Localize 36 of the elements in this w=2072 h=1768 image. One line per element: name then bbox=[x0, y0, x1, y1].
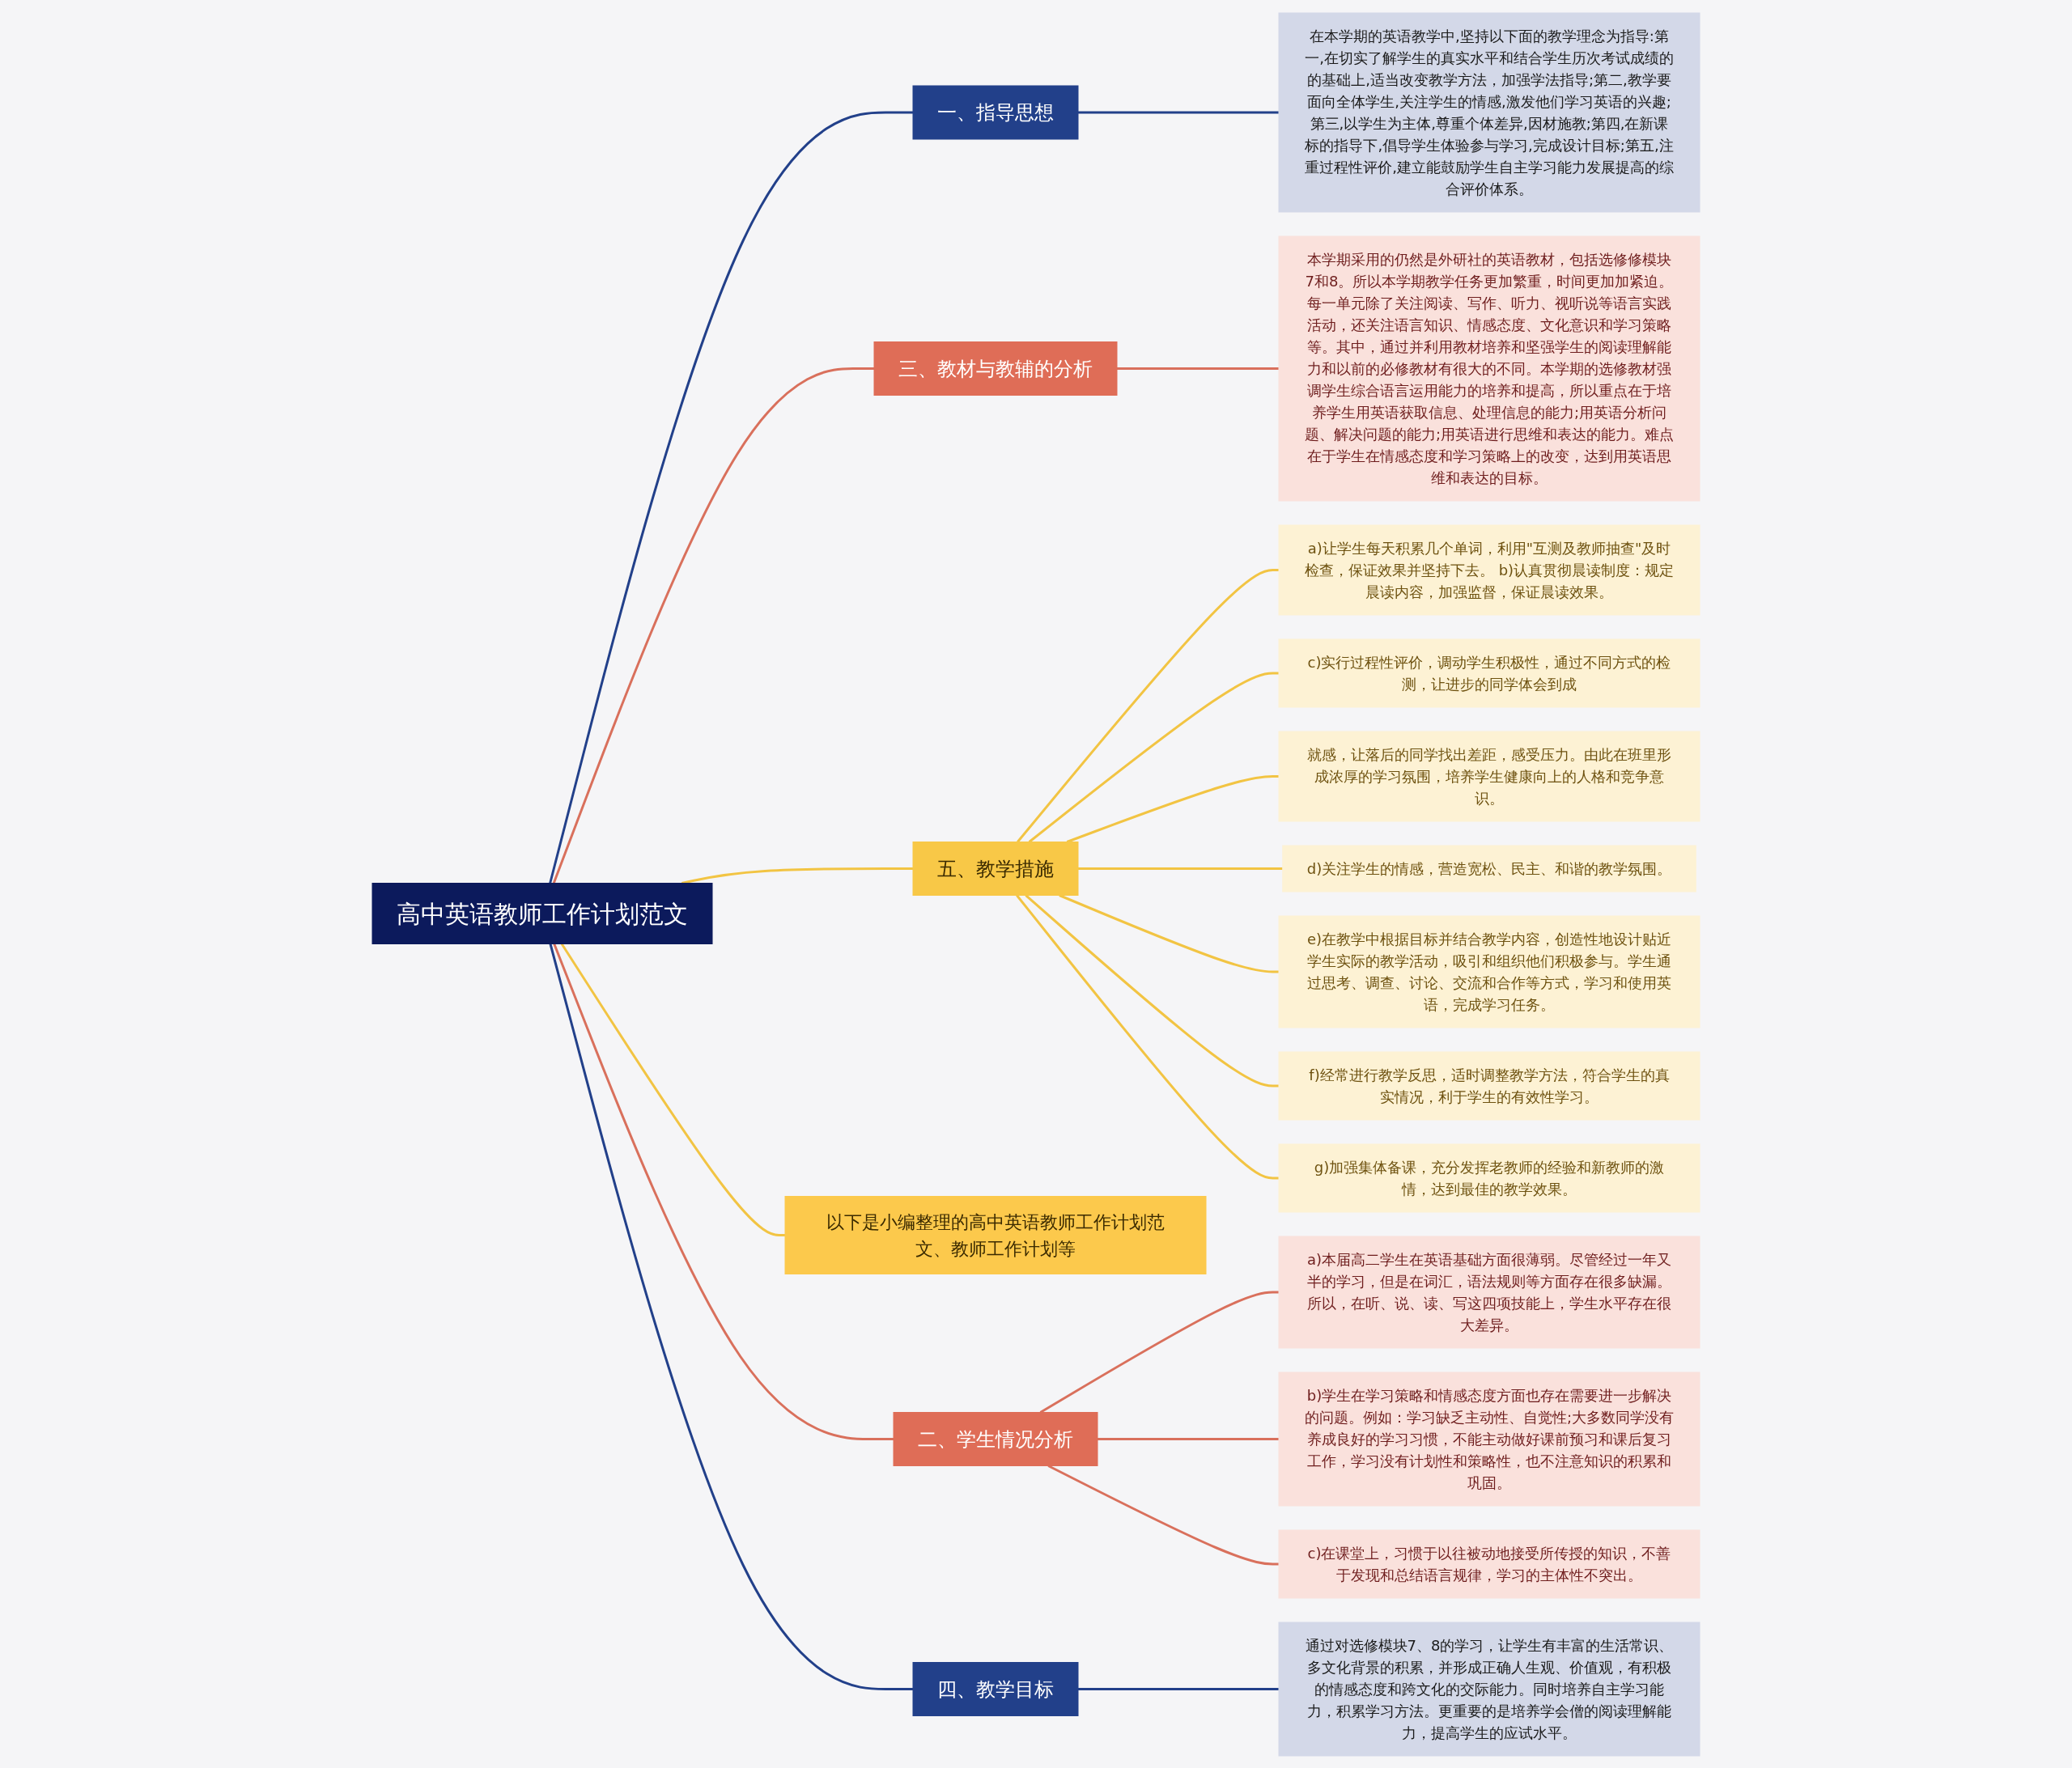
connector bbox=[549, 111, 913, 884]
connector bbox=[1017, 568, 1279, 842]
connector bbox=[1078, 1687, 1279, 1690]
node-box: c)实行过程性评价，调动学生积极性，通过不同方式的检测，让进步的同学体会到成 bbox=[1278, 638, 1700, 707]
node-box: 在本学期的英语教学中,坚持以下面的教学理念为指导:第一,在切实了解学生的真实水平和结合学生历次考试成绩的的基础上,适当改变教学方法，加强学法指导;第二,教学要面向全体学生,关注学生的情感,激发他们学习英语的兴趣;第三,以学生为主体,尊重个体差异,因材施教;第四,在新课标的指导下,倡导学生体验参与学习,完成设计目标;第五,注重过程性评价,建立能鼓励学生自主学习能力发展提高的综合评价体系。 bbox=[1278, 12, 1700, 212]
node-box: e)在教学中根据目标并结合教学内容，创造性地设计贴近学生实际的教学活动，吸引和组织他们积极参与。学生通过思考、调查、讨论、交流和合作等方式，学习和使用英语，完成学习任务。 bbox=[1278, 915, 1700, 1028]
node-box: 三、教材与教辅的分析 bbox=[873, 341, 1118, 396]
node-box: 五、教学措施 bbox=[912, 841, 1079, 896]
connector bbox=[1078, 867, 1283, 870]
node-box: g)加强集体备课，充分发挥老教师的经验和新教师的激情，达到最佳的教学效果。 bbox=[1278, 1143, 1700, 1212]
node-box: 二、学生情况分析 bbox=[893, 1411, 1098, 1466]
connector bbox=[1078, 111, 1279, 113]
connector bbox=[1028, 672, 1279, 843]
node-box: 高中英语教师工作计划范文 bbox=[372, 882, 713, 944]
connector bbox=[552, 367, 874, 884]
node-box: d)关注学生的情感，营造宽松、民主、和谐的教学氛围。 bbox=[1282, 845, 1696, 892]
connector bbox=[1066, 774, 1279, 843]
connector bbox=[1117, 367, 1279, 370]
node-box: 四、教学目标 bbox=[912, 1661, 1079, 1716]
connector bbox=[1039, 1291, 1279, 1414]
node-box: a)让学生每天积累几个单词，利用"互测及教师抽查"及时检查，保证效果并坚持下去。 b)认真贯彻晨读制度：规定晨读内容，加强监督，保证晨读效果。 bbox=[1278, 524, 1700, 615]
node-box: f)经常进行教学反思，适时调整教学方法，符合学生的真实情况，利于学生的有效性学习。 bbox=[1278, 1051, 1700, 1120]
node-box: a)本届高二学生在英语基础方面很薄弱。尽管经过一年又半的学习，但是在词汇，语法规则等方面存在很多缺漏。所以，在听、说、读、写这四项技能上，学生水平存在很大差异。 bbox=[1278, 1236, 1700, 1348]
connector bbox=[681, 867, 913, 884]
node-box: 一、指导思想 bbox=[912, 85, 1079, 139]
node-box: b)学生在学习策略和情感态度方面也存在需要进一步解决的问题。例如：学习缺乏主动性、自觉性;大多数同学没有养成良好的学习习惯，不能主动做好课前预习和课后复习工作，学习没有计划性和策略性，也不注意知识的积累和巩固。 bbox=[1278, 1372, 1700, 1506]
node-box: 以下是小编整理的高中英语教师工作计划范文、教师工作计划等 bbox=[784, 1195, 1207, 1274]
node-box: 本学期采用的仍然是外研社的英语教材，包括选修修模块7和8。所以本学期教学任务更加繁重，时间更加加紧迫。每一单元除了关注阅读、写作、听力、视听说等语言实践活动，还关注语言知识、情感态度、文化意识和学习策略等。其中，通过并利用教材培养和坚强学生的阅读理解能力和以前的必修教材有很大的不同。本学期的选修教材强调学生综合语言运用能力的培养和提高，所以重点在于培养学生用英语获取信息、处理信息的能力;用英语分析问题、解决问题的能力;用英语进行思维和表达的能力。难点在于学生在情感态度和学习策略上的改变，达到用英语思维和表达的目标。 bbox=[1278, 235, 1700, 501]
connector bbox=[1016, 894, 1279, 1179]
node-box: c)在课堂上，习惯于以往被动地接受所传授的知识，不善于发现和总结语言规律，学习的主体性不突出。 bbox=[1278, 1529, 1700, 1598]
connector bbox=[560, 943, 785, 1236]
connector bbox=[549, 943, 913, 1690]
node-box: 就感，让落后的同学找出差距，感受压力。由此在班里形成浓厚的学习氛围，培养学生健康向上的人格和竞争意识。 bbox=[1278, 731, 1700, 821]
connector bbox=[553, 943, 894, 1440]
node-box: 通过对选修模块7、8的学习，让学生有丰富的生活常识、多文化背景的积累，并形成正确人生观、价值观，有积极的情感态度和跨文化的交际能力。同时培养自主学习能力，积累学习方法。更重要的是培养学会僧的阅读理解能力，提高学生的应试水平。 bbox=[1278, 1622, 1700, 1756]
connector bbox=[1098, 1437, 1279, 1440]
